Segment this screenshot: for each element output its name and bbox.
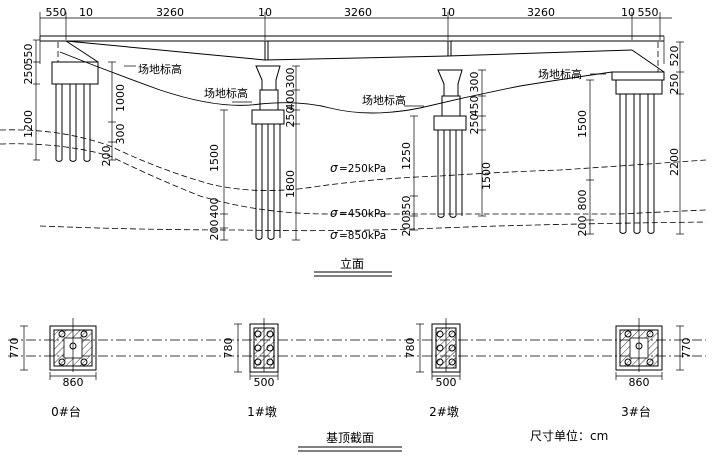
site-label-4: 场地标高 — [538, 67, 582, 81]
abut0-dim-200: 200 — [100, 146, 113, 167]
pier2-dim-1500: 1500 — [480, 162, 493, 190]
top-dimension-line: 550 10 3260 10 3260 10 3260 10 550 — [39, 6, 672, 40]
plan-pier-2: 780 500 2#墩 — [404, 318, 461, 419]
abut3-dim-1500: 1500 — [576, 110, 589, 138]
top-dim-10-c: 10 — [441, 6, 455, 19]
abut0-dim-1200: 1200 — [22, 110, 35, 138]
pier1-dim-400-top: 400 — [284, 90, 297, 111]
abut3-dim-250: 250 — [668, 74, 681, 95]
pier2-dim-200: 200 — [400, 216, 413, 237]
plan0-height: 770 — [8, 338, 21, 359]
soil-bearing-labels: σ =250kPa σ =450kPa σ =850kPa — [330, 161, 386, 242]
plan1-width: 500 — [254, 376, 275, 389]
plan-abutment-0: 770 860 0#台 — [8, 318, 97, 419]
abut3-dim-200: 200 — [576, 216, 589, 237]
pier-2-elevation: 1250 350 200 300 450 250 1500 — [400, 41, 493, 237]
plan3-width: 860 — [629, 376, 650, 389]
pier1-dim-1800: 1800 — [284, 170, 297, 198]
soil-layer-3: =850kPa — [339, 230, 386, 242]
plan-title-text: 基顶截面 — [326, 431, 374, 445]
top-dim-10-b: 10 — [258, 6, 272, 19]
soil-boundary-1 — [0, 129, 707, 191]
plan2-height: 780 — [404, 338, 417, 359]
top-dim-550-left: 550 — [46, 6, 67, 19]
pier2-dim-350: 350 — [400, 196, 413, 217]
site-elevation-labels: 场地标高 场地标高 场地标高 场地标高 — [124, 62, 606, 107]
pier1-dim-300: 300 — [284, 68, 297, 89]
pier1-dim-1500: 1500 — [208, 144, 221, 172]
plan2-label: 2#墩 — [429, 405, 459, 419]
plan-view: 770 860 0#台 780 500 1#墩 — [8, 318, 706, 452]
plan3-height: 770 — [680, 338, 693, 359]
plan-abutment-3: 770 860 3#台 — [615, 318, 693, 419]
plan1-label: 1#墩 — [247, 405, 277, 419]
top-dim-3260-b: 3260 — [344, 6, 372, 19]
pier2-dim-300: 300 — [468, 72, 481, 93]
pier1-dim-250: 250 — [284, 107, 297, 128]
abut3-dim-800: 800 — [576, 190, 589, 211]
unit-note: 尺寸单位：cm — [530, 428, 608, 443]
plan1-height: 780 — [222, 338, 235, 359]
site-label-2: 场地标高 — [204, 86, 248, 100]
abut0-dim-300: 300 — [114, 124, 127, 145]
abutment-0-dims: 550 250 1200 1000 300 200 — [22, 39, 127, 167]
bridge-deck — [39, 35, 665, 64]
soil-layer-2: =450kPa — [339, 208, 386, 220]
elevation-title: 立面 — [314, 256, 392, 277]
abut3-dim-520: 520 — [668, 46, 681, 67]
plan0-width: 860 — [63, 376, 84, 389]
pier2-dim-250: 250 — [468, 114, 481, 135]
ground-line — [59, 51, 613, 114]
elevation-title-text: 立面 — [340, 256, 364, 271]
sigma-symbol-3: σ — [330, 228, 338, 242]
soil-boundary-3 — [39, 221, 707, 232]
plan3-label: 3#台 — [621, 404, 651, 419]
pier1-dim-400: 400 — [208, 198, 221, 219]
abutment-0-elevation — [51, 40, 99, 162]
pier2-dim-1250: 1250 — [400, 142, 413, 170]
top-dim-550-right: 550 — [638, 6, 659, 19]
abutment-3-elevation: 1500 800 200 520 250 2200 — [576, 41, 684, 237]
top-dim-3260-c: 3260 — [527, 6, 555, 19]
elevation-view: 550 10 3260 10 3260 10 3260 10 550 — [0, 6, 707, 277]
pier2-dim-450: 450 — [468, 96, 481, 117]
sigma-symbol-1: σ — [330, 161, 338, 175]
soil-layer-1: =250kPa — [339, 163, 386, 175]
plan2-width: 500 — [436, 376, 457, 389]
abut0-dim-250: 250 — [22, 64, 35, 85]
abut0-dim-550: 550 — [22, 44, 35, 65]
sigma-symbol-2: σ — [330, 206, 338, 220]
site-label-1: 场地标高 — [138, 62, 182, 76]
site-label-3: 场地标高 — [362, 93, 406, 107]
plan0-label: 0#台 — [51, 404, 81, 419]
plan-title: 基顶截面 — [298, 431, 402, 452]
soil-boundary-2 — [0, 143, 707, 215]
plan-pier-1: 780 500 1#墩 — [222, 318, 279, 419]
top-dim-3260-a: 3260 — [156, 6, 184, 19]
top-dim-10-a: 10 — [79, 6, 93, 19]
top-dim-10-d: 10 — [621, 6, 635, 19]
pier-1-elevation: 1500 400 200 300 400 250 1800 — [208, 41, 300, 241]
abut0-dim-1000: 1000 — [114, 84, 127, 112]
